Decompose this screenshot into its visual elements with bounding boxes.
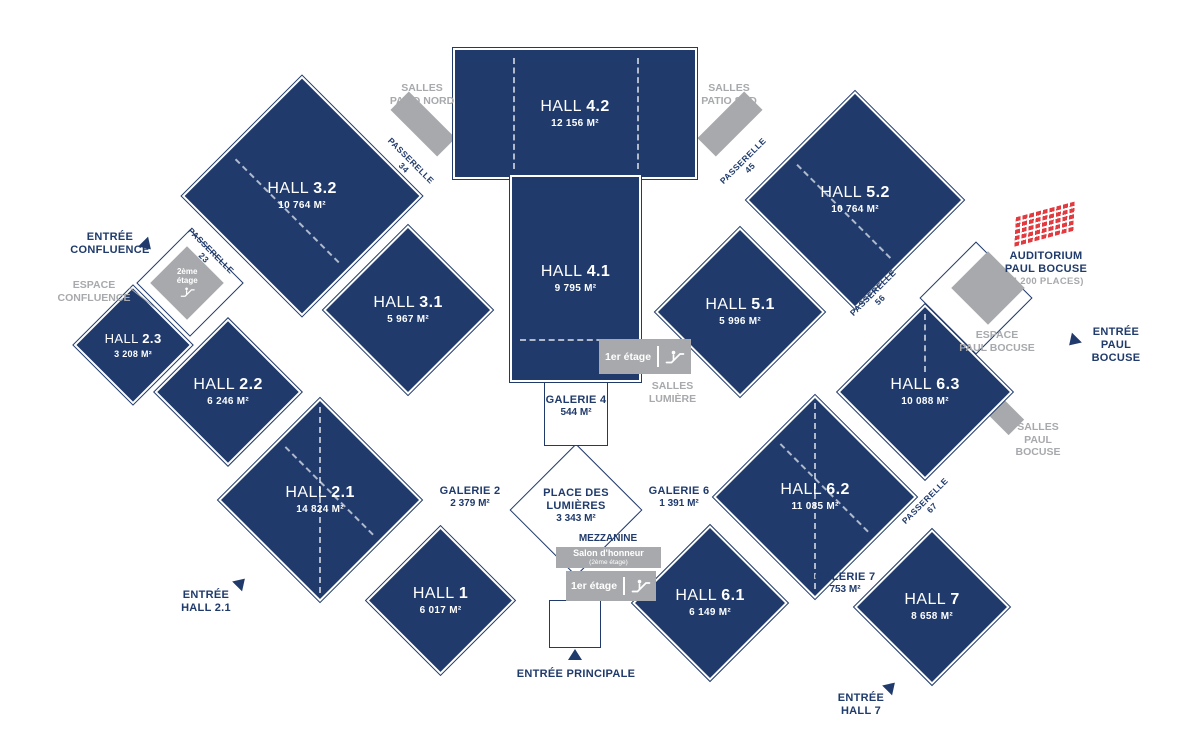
hall-area: 5 967 M²: [387, 314, 429, 326]
auditorium-label: AUDITORIUM PAUL BOCUSE (4 200 PLACES): [996, 250, 1096, 288]
place-des-lumieres-label: PLACE DES LUMIÈRES 3 343 M²: [543, 487, 609, 525]
hall-number: 4.1: [586, 262, 611, 280]
entrance-corridor-outline: [549, 600, 601, 648]
hall-2-2-label: HALL 2.2 6 246 M²: [193, 376, 262, 407]
dashed-divider: [814, 403, 816, 589]
level-label: 1er étage: [604, 350, 652, 363]
salon-honneur-label: Salon d'honneur: [573, 547, 644, 558]
hall-word: HALL: [540, 262, 582, 280]
hall-area: 6 149 M²: [689, 607, 731, 619]
hall-word: HALL: [904, 591, 946, 609]
hall-number: 7: [950, 591, 960, 609]
salon-honneur-level: (2ème étage): [589, 558, 628, 566]
seat-grid-icon: [1014, 201, 1076, 247]
hall-number: 3.2: [313, 180, 337, 198]
hall-area: 12 156 M²: [551, 117, 599, 129]
auditorium-capacity: (4 200 PLACES): [1008, 276, 1084, 288]
hall-5-2-label: HALL 5.2 10 764 M²: [820, 184, 889, 215]
hall-area: 9 795 M²: [554, 282, 597, 294]
hall-area: 5 996 M²: [719, 316, 761, 328]
hall-number: 1: [458, 584, 469, 602]
dashed-divider: [512, 57, 515, 170]
hall-word: HALL: [193, 376, 235, 394]
salles-lumiere-escalator-box: 1er étage: [599, 339, 691, 374]
hall-4-2: HALL 4.2 12 156 M²: [455, 50, 695, 177]
hall-4-1-label: HALL 4.1 9 795 M²: [541, 263, 610, 294]
hall-area: 10 764 M²: [831, 204, 879, 216]
hall-number: 6.3: [936, 376, 960, 394]
dashed-divider: [519, 339, 632, 342]
hall-number: 2.3: [142, 330, 162, 346]
hall-number: 4.2: [586, 97, 610, 115]
hall-word: HALL: [373, 294, 415, 312]
mezzanine-label: MEZZANINE: [578, 533, 638, 544]
hall-number: 6.2: [826, 481, 850, 499]
hall-word: HALL: [540, 97, 582, 115]
hall-7: HALL 7 8 658 M²: [857, 532, 1007, 682]
hall-6-1-label: HALL 6.1 6 149 M²: [675, 587, 744, 618]
level-label: 2ème étage: [176, 267, 198, 286]
entrance-principale-label: ENTRÉE PRINCIPALE: [516, 668, 636, 680]
hall-word: HALL: [104, 330, 139, 346]
hall-word: HALL: [820, 184, 862, 202]
hall-number: 6.1: [721, 587, 745, 605]
hall-area: 6 246 M²: [207, 396, 249, 408]
dashed-divider: [924, 314, 926, 372]
hall-number: 5.2: [866, 184, 890, 202]
hall-3-1-label: HALL 3.1 5 967 M²: [373, 294, 442, 325]
hall-4-1: HALL 4.1 9 795 M²: [512, 177, 639, 380]
hall-number: 2.1: [331, 484, 355, 502]
dashed-divider: [637, 57, 640, 170]
box-divider: [657, 345, 660, 368]
hall-4-2-label: HALL 4.2 12 156 M²: [540, 98, 609, 129]
hall-2-3-label: HALL 2.3 3 208 M²: [104, 330, 162, 359]
hall-word: HALL: [705, 296, 747, 314]
entrance-paul-bocuse-triangle-icon: [1064, 332, 1082, 351]
level-label: 1er étage: [570, 580, 618, 592]
hall-6-3-label: HALL 6.3 10 088 M²: [890, 376, 959, 407]
hall-area: 6 017 M²: [419, 604, 462, 616]
hall-word: HALL: [267, 180, 309, 198]
escalator-icon: [179, 287, 195, 298]
hall-word: HALL: [412, 584, 454, 602]
hall-area: 10 088 M²: [901, 396, 949, 408]
escalator-icon: [665, 349, 685, 363]
escalator-icon: [631, 578, 651, 593]
hall-area: 8 658 M²: [911, 611, 953, 623]
salon-honneur-box: Salon d'honneur (2ème étage): [556, 547, 661, 568]
box-divider: [623, 576, 626, 596]
hall-word: HALL: [675, 587, 717, 605]
hall-area: 10 764 M²: [278, 200, 326, 212]
hall-number: 5.1: [751, 296, 775, 314]
hall-7-label: HALL 7 8 658 M²: [904, 591, 959, 622]
entrance-principale-triangle-icon: [568, 649, 582, 660]
hall-1-label: HALL 1 6 017 M²: [413, 585, 468, 616]
hall-3-2-label: HALL 3.2 10 764 M²: [267, 180, 336, 211]
hall-number: 3.1: [419, 294, 443, 312]
hall-word: HALL: [890, 376, 932, 394]
hall-1: HALL 1 6 017 M²: [369, 529, 512, 672]
mezzanine-escalator-box: 1er étage: [566, 571, 656, 601]
hall-number: 2.2: [239, 376, 263, 394]
escalator-box-content: 2ème étage: [170, 267, 204, 298]
hall-5-1-label: HALL 5.1 5 996 M²: [705, 296, 774, 327]
hall-area: 3 208 M²: [114, 348, 152, 359]
dashed-divider: [319, 407, 321, 593]
